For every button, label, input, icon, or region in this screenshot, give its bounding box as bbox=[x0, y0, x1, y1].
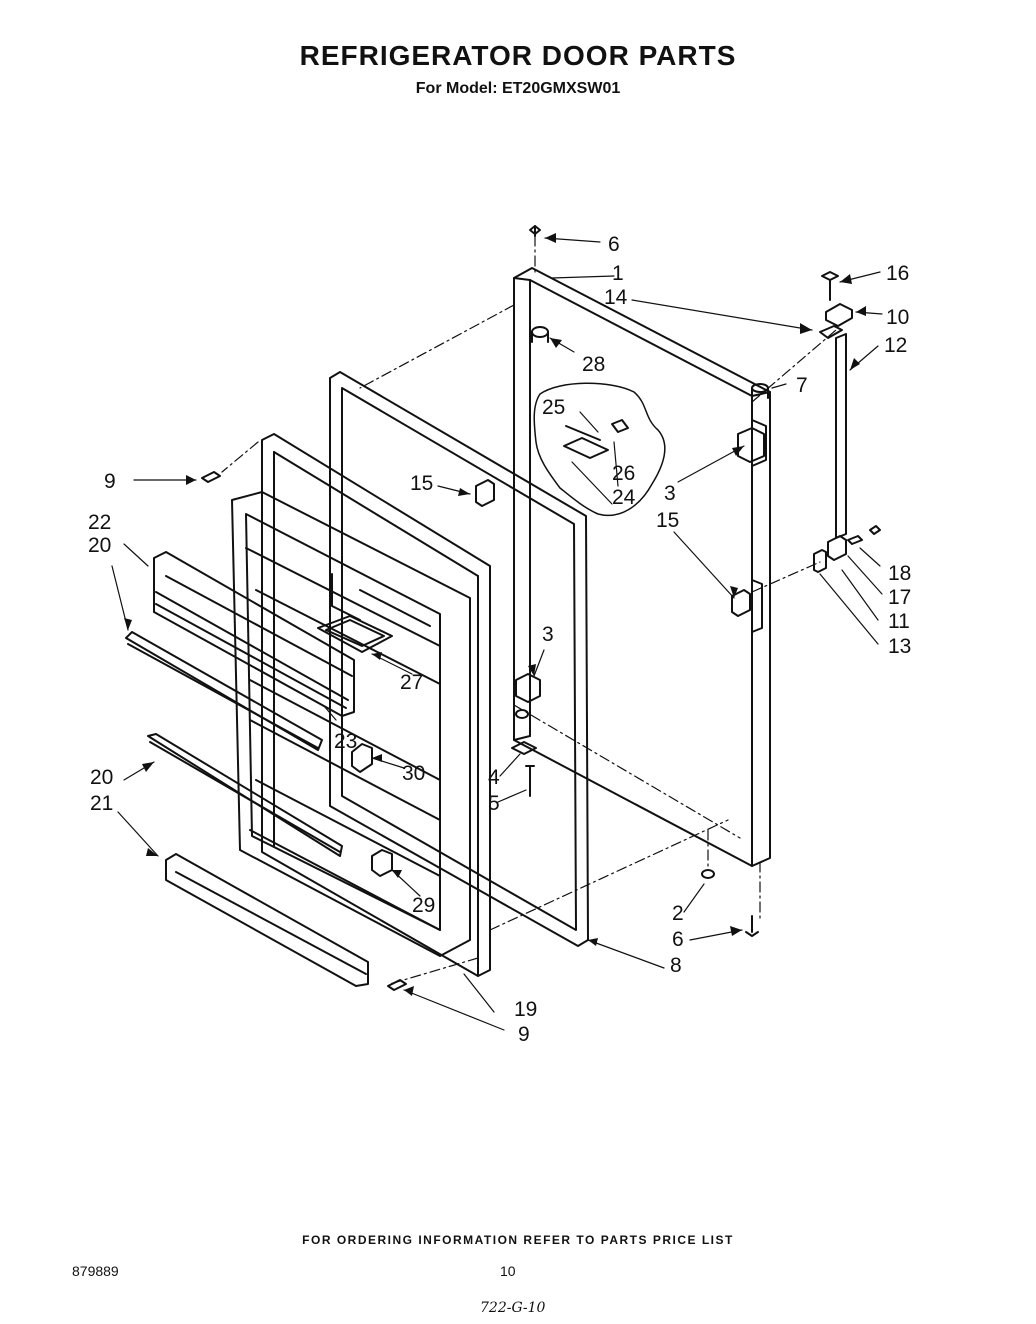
inner-door-liner bbox=[261, 433, 491, 977]
callout-10: 10 bbox=[886, 306, 909, 329]
callout-12: 12 bbox=[884, 334, 907, 357]
callout-21: 21 bbox=[90, 792, 113, 815]
liner-cavity bbox=[231, 491, 471, 957]
callout-5: 5 bbox=[488, 792, 500, 815]
callout-14: 14 bbox=[604, 286, 628, 309]
callout-9-bottom: 9 bbox=[518, 1023, 530, 1046]
page-number: 10 bbox=[500, 1263, 516, 1279]
door-outer-shell bbox=[513, 267, 771, 867]
callout-17: 17 bbox=[888, 586, 911, 609]
callout-1: 1 bbox=[612, 262, 624, 285]
leader-lines bbox=[111, 237, 883, 1031]
callout-7: 7 bbox=[796, 374, 808, 397]
callout-29: 29 bbox=[412, 894, 435, 917]
door-gasket bbox=[329, 371, 589, 947]
callout-labels: 6 1 14 16 10 12 28 7 25 26 24 3 15 15 9 … bbox=[88, 233, 911, 1046]
callout-13: 13 bbox=[888, 635, 911, 658]
callout-15-left: 15 bbox=[410, 472, 433, 495]
document-number: 879889 bbox=[72, 1263, 119, 1279]
callout-16: 16 bbox=[886, 262, 909, 285]
model-subtitle: For Model: ET20GMXSW01 bbox=[415, 80, 621, 97]
callout-27: 27 bbox=[400, 671, 423, 694]
callout-4: 4 bbox=[488, 766, 500, 789]
callout-6-top: 6 bbox=[608, 233, 620, 256]
callout-24: 24 bbox=[612, 486, 636, 509]
callout-6-bottom: 6 bbox=[672, 928, 684, 951]
callout-3-top: 3 bbox=[664, 482, 676, 505]
callout-30: 30 bbox=[402, 762, 425, 785]
lower-shelf-rails bbox=[147, 733, 369, 987]
upper-shelf-rails bbox=[125, 551, 355, 751]
shelf-clips bbox=[351, 743, 393, 877]
callout-22: 22 bbox=[88, 511, 111, 534]
callout-28: 28 bbox=[582, 353, 605, 376]
detail-breakout bbox=[533, 382, 666, 517]
hinge-hardware bbox=[731, 271, 881, 617]
ordering-footer: FOR ORDERING INFORMATION REFER TO PARTS … bbox=[302, 1233, 734, 1247]
callout-11: 11 bbox=[888, 610, 910, 633]
handwritten-note: 722-G-10 bbox=[480, 1300, 546, 1316]
arrow-heads bbox=[124, 233, 866, 996]
callout-9-top: 9 bbox=[104, 470, 116, 493]
callout-20-top: 20 bbox=[88, 534, 111, 557]
callout-8: 8 bbox=[670, 954, 682, 977]
page-title: REFRIGERATOR DOOR PARTS bbox=[299, 40, 737, 71]
callout-26: 26 bbox=[612, 462, 635, 485]
callout-2: 2 bbox=[672, 902, 684, 925]
callout-20-bottom: 20 bbox=[90, 766, 113, 789]
callout-3-bottom: 3 bbox=[542, 623, 554, 646]
callout-18: 18 bbox=[888, 562, 911, 585]
callout-23: 23 bbox=[334, 730, 357, 753]
callout-19: 19 bbox=[514, 998, 537, 1021]
callout-25: 25 bbox=[542, 396, 565, 419]
bottom-hinge-hardware bbox=[201, 225, 759, 991]
callout-15-right: 15 bbox=[656, 509, 679, 532]
dash-dot-guides bbox=[221, 235, 837, 985]
